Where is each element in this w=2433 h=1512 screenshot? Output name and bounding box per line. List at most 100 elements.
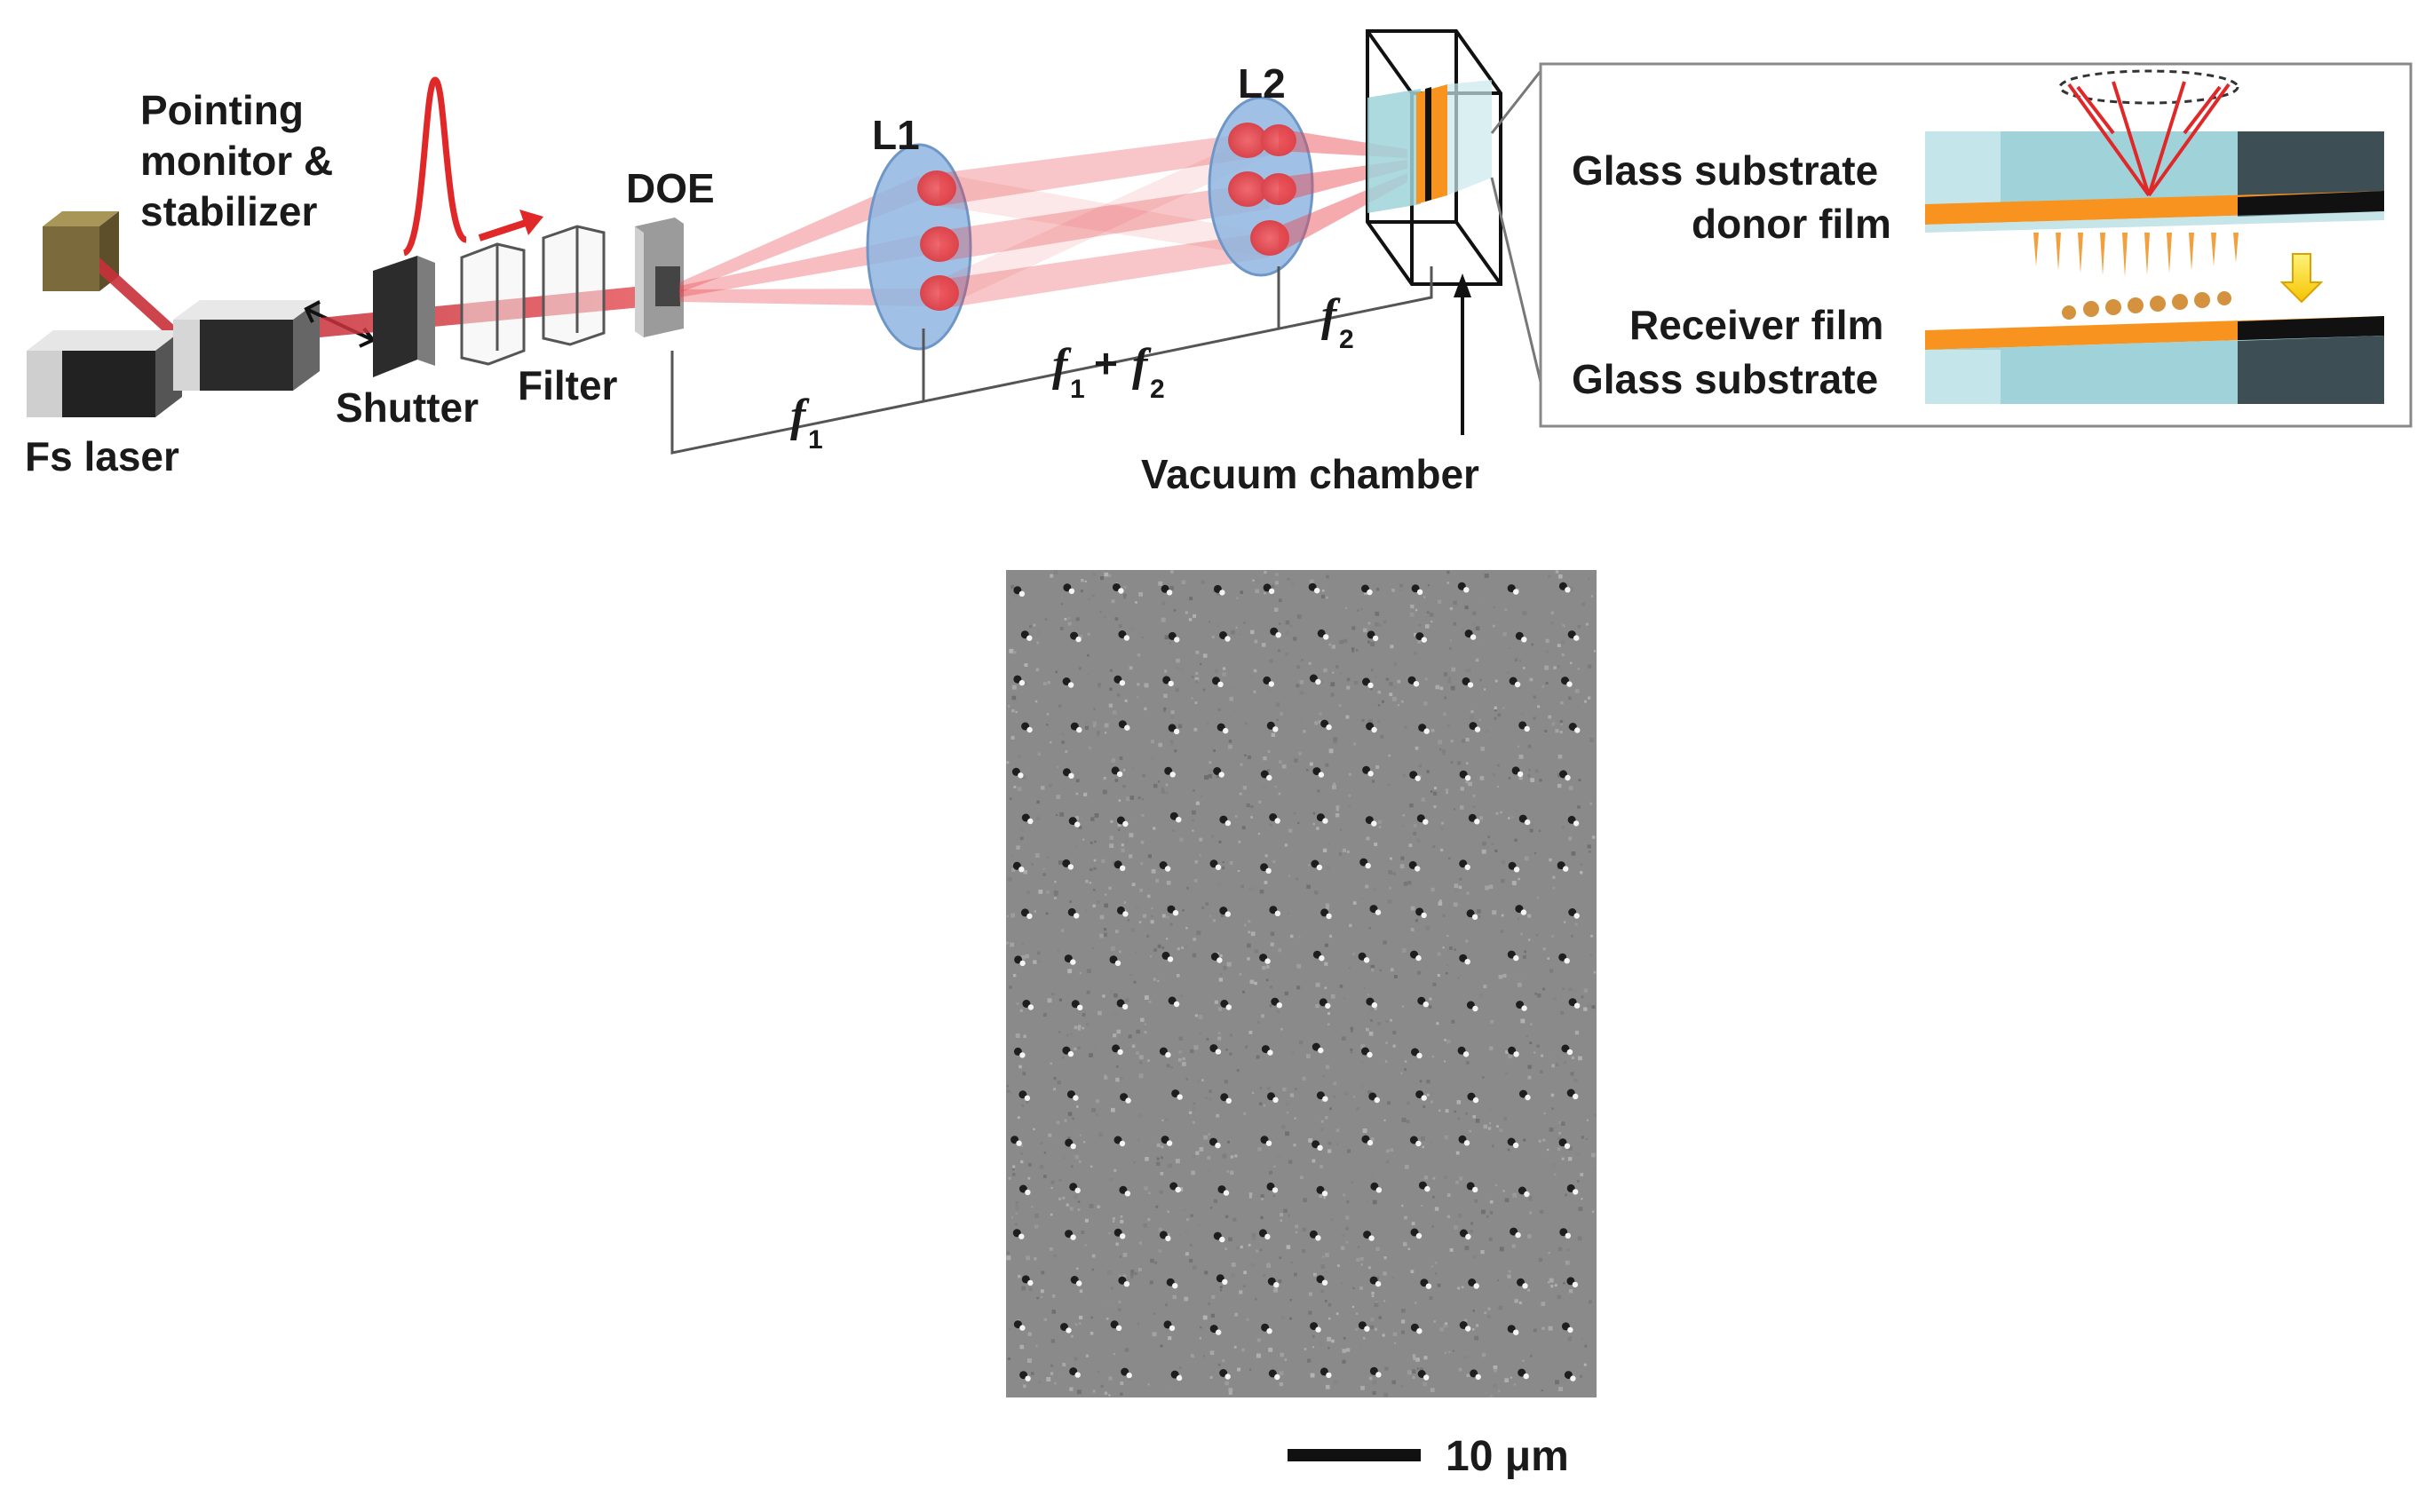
sem-speckle: [1158, 581, 1163, 586]
sem-speckle: [1557, 644, 1561, 647]
sem-speckle: [1534, 1051, 1536, 1054]
sem-dot-shadow: [1417, 1370, 1426, 1378]
sem-speckle: [1306, 1046, 1311, 1050]
sem-speckle: [1069, 1387, 1074, 1391]
sem-speckle: [1050, 1213, 1053, 1216]
sem-dot-shadow: [1266, 721, 1275, 730]
sem-speckle: [1460, 787, 1464, 791]
sem-speckle: [1267, 750, 1271, 753]
sem-speckle: [1441, 749, 1446, 754]
sem-speckle: [1058, 1178, 1062, 1182]
sem-speckle: [1321, 594, 1325, 598]
sem-dot-shadow: [1170, 1370, 1179, 1379]
sem-dot-shadow: [1113, 1228, 1122, 1237]
sem-speckle: [1588, 696, 1591, 700]
sem-speckle: [1212, 919, 1216, 922]
sem-speckle: [1199, 854, 1201, 857]
stabilizer-box: [173, 300, 320, 391]
sem-speckle: [1479, 816, 1483, 820]
sem-dot-highlight: [1216, 1329, 1222, 1335]
sem-speckle: [1293, 1144, 1296, 1147]
sem-dot-highlight: [1513, 954, 1519, 962]
sem-speckle: [1545, 681, 1549, 685]
sem-speckle: [1176, 974, 1180, 978]
sem-speckle: [1320, 1120, 1324, 1123]
sem-speckle: [1074, 1150, 1079, 1154]
sem-speckle: [1494, 709, 1497, 712]
sem-speckle: [1124, 699, 1128, 702]
sem-speckle: [1370, 1137, 1375, 1142]
sem-speckle: [1541, 1302, 1546, 1306]
sem-speckle: [1093, 859, 1097, 862]
sem-speckle: [1481, 1352, 1486, 1358]
sem-dot-highlight: [1274, 1373, 1280, 1381]
sem-speckle: [1475, 1119, 1480, 1123]
sem-dot-highlight: [1167, 956, 1174, 962]
sem-speckle: [1161, 1156, 1163, 1160]
sem-speckle: [1222, 1359, 1225, 1363]
sem-speckle: [1429, 1295, 1433, 1301]
sem-speckle: [1166, 915, 1169, 919]
sem-speckle: [1464, 1333, 1467, 1336]
sem-speckle: [1423, 1105, 1426, 1109]
sem-speckle: [1325, 1065, 1330, 1069]
sem-speckle: [1362, 1128, 1367, 1133]
sem-speckle: [1375, 588, 1380, 591]
sem-speckle: [1411, 1222, 1415, 1225]
sem-speckle: [1479, 678, 1482, 682]
sem-speckle: [1218, 978, 1224, 982]
sem-speckle: [1121, 843, 1124, 847]
sem-speckle: [1027, 1162, 1032, 1167]
sem-speckle: [1518, 975, 1522, 979]
sem-speckle: [1078, 1160, 1082, 1163]
sem-speckle: [1583, 1032, 1587, 1035]
sem-speckle: [1302, 1076, 1306, 1081]
sem-speckle: [1057, 765, 1059, 768]
sem-speckle: [1548, 1252, 1550, 1255]
sem-speckle: [1118, 1300, 1121, 1303]
sem-dot-shadow: [1317, 629, 1326, 637]
sem-speckle: [1010, 584, 1015, 589]
sem-speckle: [1026, 891, 1030, 894]
sem-speckle: [1256, 1338, 1261, 1342]
sem-dot-shadow: [1021, 1275, 1030, 1284]
sem-speckle: [1198, 873, 1201, 875]
sem-speckle: [1251, 1232, 1256, 1238]
sem-speckle: [1346, 1348, 1351, 1352]
sem-speckle: [1096, 900, 1100, 905]
sem-speckle: [1078, 1025, 1082, 1028]
sem-speckle: [1346, 685, 1351, 690]
sem-speckle: [1333, 737, 1338, 741]
sem-speckle: [1177, 724, 1183, 728]
sem-speckle: [1576, 963, 1581, 969]
sem-speckle: [1209, 769, 1212, 772]
sem-speckle: [1129, 796, 1134, 800]
sem-speckle: [1104, 732, 1107, 734]
sem-speckle: [1194, 677, 1200, 682]
sem-speckle: [1560, 1121, 1565, 1126]
sem-speckle: [1411, 1369, 1416, 1373]
sem-speckle: [1387, 783, 1391, 787]
sem-speckle: [1351, 650, 1354, 653]
sem-speckle: [1356, 609, 1359, 612]
sem-speckle: [1489, 1211, 1494, 1215]
sem-speckle: [1333, 782, 1336, 786]
sem-dot-highlight: [1566, 681, 1573, 687]
sem-dot-highlight: [1415, 1140, 1422, 1147]
sem-speckle: [1087, 632, 1090, 636]
sem-speckle: [1401, 1117, 1407, 1122]
sem-speckle: [1534, 852, 1537, 855]
sem-dot-shadow: [1216, 1274, 1224, 1283]
sem-dot-shadow: [1510, 1227, 1518, 1236]
sem-speckle: [1506, 670, 1510, 675]
sem-dot-highlight: [1520, 909, 1527, 915]
sem-speckle: [1388, 754, 1391, 757]
sem-speckle: [1528, 769, 1531, 772]
sem-speckle: [1148, 1191, 1151, 1194]
sem-speckle: [1579, 752, 1582, 755]
sem-dot-highlight: [1471, 914, 1478, 921]
sem-dot-highlight: [1018, 590, 1026, 597]
sem-speckle: [1361, 718, 1365, 723]
sem-dot-highlight: [1026, 726, 1033, 733]
sem-speckle: [1539, 779, 1542, 782]
